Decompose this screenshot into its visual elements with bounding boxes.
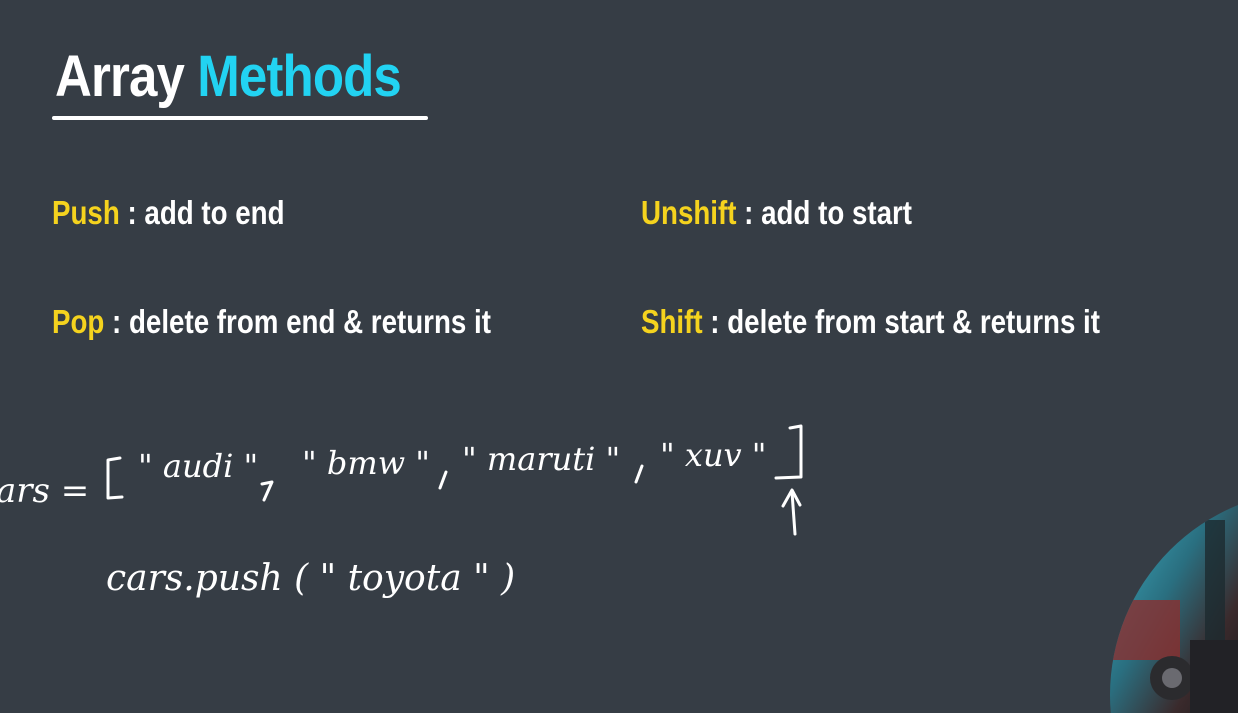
hand-item-bmw: " bmw " (302, 444, 430, 482)
hand-var-fragment: ars = (0, 471, 89, 511)
hand-item-xuv: " xuv " (660, 436, 767, 474)
title-word-array: Array (55, 44, 185, 109)
handwriting-area: ars = " audi " " bmw " " maruti " " xuv … (0, 424, 803, 599)
method-push-separator: : (119, 194, 145, 231)
method-shift-name: Shift (641, 303, 703, 340)
hand-comma-3 (634, 464, 644, 484)
hand-close-bracket (774, 424, 803, 480)
method-unshift-name: Unshift (641, 194, 737, 231)
up-arrow-icon (781, 488, 802, 536)
hand-code-line: cars.push ( " toyota " ) (106, 558, 515, 599)
method-pop-name: Pop (52, 303, 105, 340)
presenter-webcam (1110, 490, 1238, 713)
title-word-methods: Methods (197, 44, 402, 109)
method-pop-description: delete from end & returns it (128, 303, 491, 340)
page-title: Array Methods (55, 48, 402, 106)
hand-comma-2 (438, 470, 448, 490)
method-unshift-separator: : (736, 194, 762, 231)
method-pop: Pop : delete from end & returns it (52, 305, 491, 338)
method-push-name: Push (52, 194, 120, 231)
method-unshift: Unshift : add to start (641, 196, 912, 229)
hand-item-audi: " audi " (138, 447, 258, 485)
hand-item-maruti: " maruti " (462, 440, 620, 478)
method-shift-description: delete from start & returns it (727, 303, 1100, 340)
hand-comma-1 (260, 480, 274, 502)
method-shift-separator: : (702, 303, 728, 340)
method-pop-separator: : (104, 303, 129, 340)
title-underline (52, 116, 428, 120)
method-push-description: add to end (144, 194, 285, 231)
hand-open-bracket (106, 456, 124, 500)
method-push: Push : add to end (52, 196, 285, 229)
method-shift: Shift : delete from start & returns it (641, 305, 1100, 338)
method-unshift-description: add to start (761, 194, 913, 231)
